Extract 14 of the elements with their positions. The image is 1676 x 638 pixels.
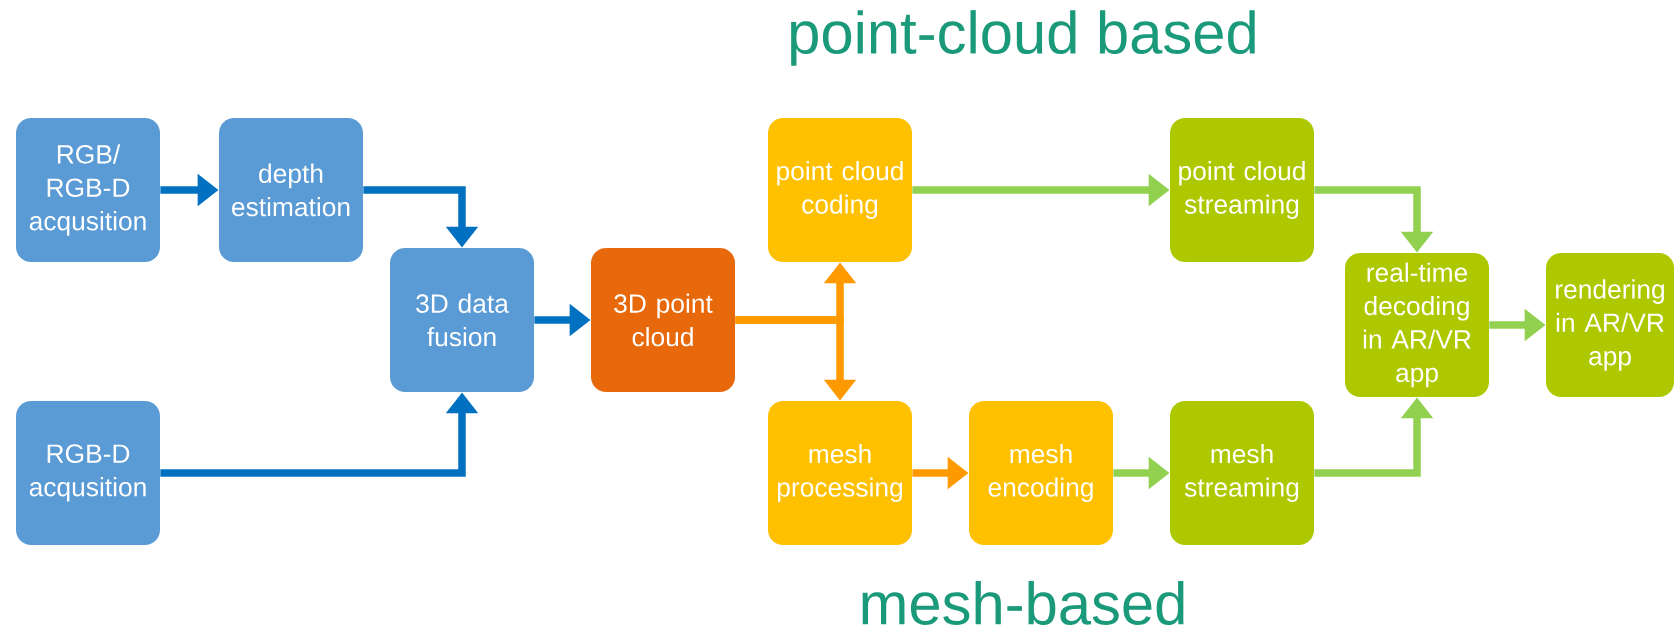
process-box: rendering in AR/VR app [1546, 253, 1674, 397]
process-box: mesh encoding [969, 401, 1113, 545]
section-heading: point-cloud based [791, 10, 1255, 66]
process-box: 3D point cloud [591, 248, 735, 392]
process-box: mesh processing [768, 401, 912, 545]
process-box: mesh streaming [1170, 401, 1314, 545]
process-box: point cloud coding [768, 118, 912, 262]
process-box: real-time decoding in AR/VR app [1345, 253, 1489, 397]
process-box: 3D data fusion [390, 248, 534, 392]
process-box: RGB-D acqusition [16, 401, 160, 545]
process-box: depth estimation [219, 118, 363, 262]
process-box: RGB/ RGB-D acqusition [16, 118, 160, 262]
process-box: point cloud streaming [1170, 118, 1314, 262]
section-heading: mesh-based [862, 581, 1184, 625]
